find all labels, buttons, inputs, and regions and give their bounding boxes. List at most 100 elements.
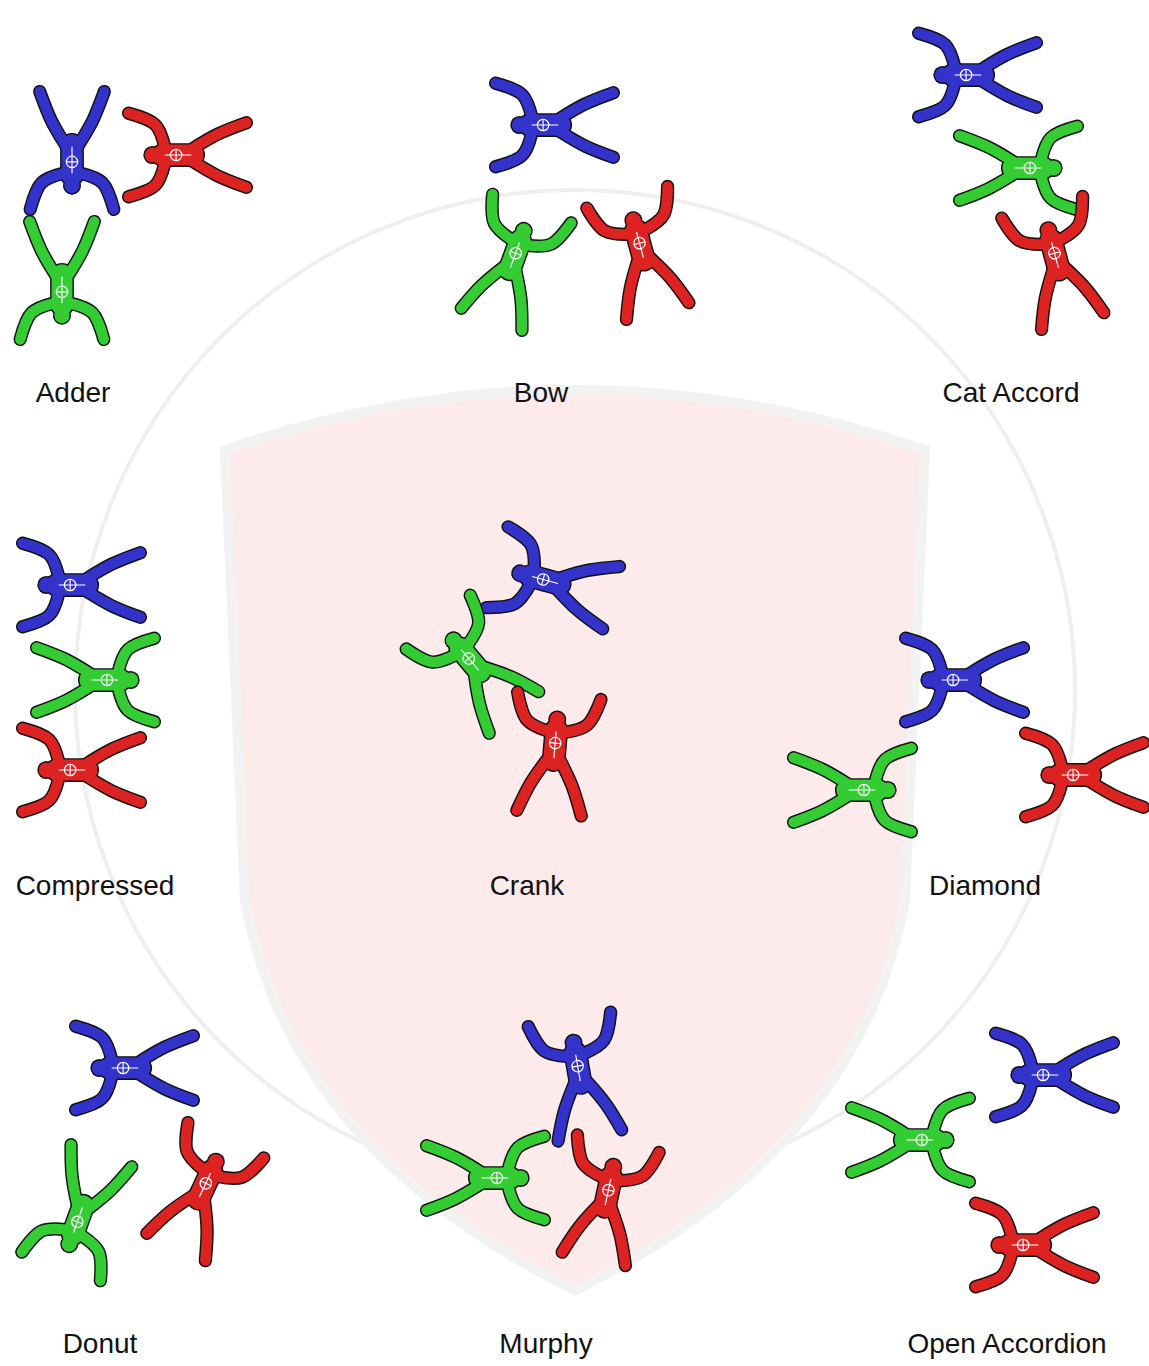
limb-outline	[498, 272, 540, 331]
limb	[1026, 784, 1062, 817]
limb	[499, 527, 542, 568]
harness-line	[59, 579, 86, 590]
limb-outline	[970, 687, 1023, 713]
limb	[565, 697, 601, 736]
limb-outline	[427, 1185, 480, 1211]
harness-line	[1032, 1069, 1059, 1080]
limb-outline	[90, 668, 120, 692]
limb	[1041, 177, 1077, 210]
limb	[461, 258, 503, 317]
limb	[23, 779, 59, 812]
limb	[193, 123, 246, 149]
limb	[30, 222, 56, 275]
skydiver	[960, 126, 1078, 210]
limb-outline	[976, 1254, 1012, 1287]
limb-outline	[218, 1144, 263, 1191]
harness-line	[194, 1171, 216, 1200]
limb	[23, 543, 59, 576]
limb-outline	[560, 93, 613, 119]
limb-outline	[57, 758, 87, 782]
limb	[90, 670, 120, 691]
head	[880, 782, 895, 797]
limb-outline	[515, 692, 551, 731]
formation-name: Bow	[514, 378, 568, 409]
limb	[556, 761, 586, 816]
limb-outline	[50, 275, 74, 305]
limb-outline	[87, 553, 140, 579]
limb	[87, 738, 140, 764]
head	[513, 1170, 528, 1185]
limb	[905, 1130, 935, 1151]
limb	[551, 590, 609, 629]
limb-outline	[960, 136, 1013, 162]
limb	[650, 251, 689, 309]
skydiver	[23, 728, 141, 812]
formation-name: Crank	[490, 871, 565, 902]
limb	[528, 1021, 567, 1062]
limb-outline	[996, 1033, 1032, 1066]
limb-outline	[852, 1108, 905, 1134]
harness-line	[165, 149, 192, 160]
skydiver	[919, 33, 1037, 117]
limb-outline	[1030, 1063, 1060, 1087]
limb	[37, 687, 90, 713]
limb-outline	[906, 689, 942, 722]
limb-outline	[508, 1136, 544, 1169]
limb	[561, 553, 619, 592]
formation-name: Murphy	[499, 1329, 592, 1360]
limb-outline	[118, 638, 154, 671]
limb-outline	[905, 1128, 935, 1152]
limb	[496, 83, 532, 116]
head	[604, 1158, 622, 1176]
limb	[71, 303, 104, 339]
limb-outline	[875, 748, 911, 781]
harness-line	[570, 1054, 586, 1082]
limb-outline	[1041, 126, 1077, 159]
limb	[163, 145, 193, 166]
limb	[79, 92, 105, 145]
limb	[1026, 733, 1062, 766]
harness-line	[849, 784, 876, 795]
skydiver	[587, 186, 698, 321]
limb-outline	[953, 63, 983, 87]
limb	[919, 84, 955, 117]
head	[206, 1152, 226, 1172]
limb	[37, 648, 90, 674]
head	[1012, 1067, 1027, 1082]
limb	[427, 1146, 480, 1172]
limb	[976, 1203, 1012, 1236]
limb	[23, 728, 59, 761]
limb	[480, 1168, 510, 1189]
harness-line	[1062, 769, 1089, 780]
harness-line	[942, 674, 969, 685]
limb-outline	[23, 779, 59, 812]
limb-outline	[1090, 743, 1143, 769]
skydiver	[427, 1136, 545, 1220]
limb-outline	[193, 123, 246, 149]
harness-line	[600, 1178, 617, 1206]
limb-outline	[619, 1145, 659, 1187]
harness-line	[1046, 241, 1064, 270]
limb-outline	[587, 199, 628, 242]
limb	[587, 199, 628, 242]
limb-outline	[182, 1202, 228, 1261]
limb	[508, 1187, 544, 1220]
harness-line	[548, 731, 562, 758]
limb	[1040, 1213, 1093, 1239]
limb-outline	[1060, 1082, 1113, 1108]
limb-outline	[650, 251, 689, 309]
limb-outline	[87, 592, 140, 618]
limb-outline	[147, 1185, 193, 1244]
head	[39, 577, 54, 592]
skydiver	[22, 1141, 141, 1280]
limb-outline	[933, 1149, 969, 1182]
skydiver	[486, 527, 621, 638]
head	[938, 1132, 953, 1147]
limb	[496, 134, 532, 167]
limb-outline	[1010, 1233, 1040, 1257]
head	[54, 308, 69, 323]
skydiver	[37, 638, 155, 722]
limb-outline	[847, 778, 877, 802]
limb	[87, 592, 140, 618]
